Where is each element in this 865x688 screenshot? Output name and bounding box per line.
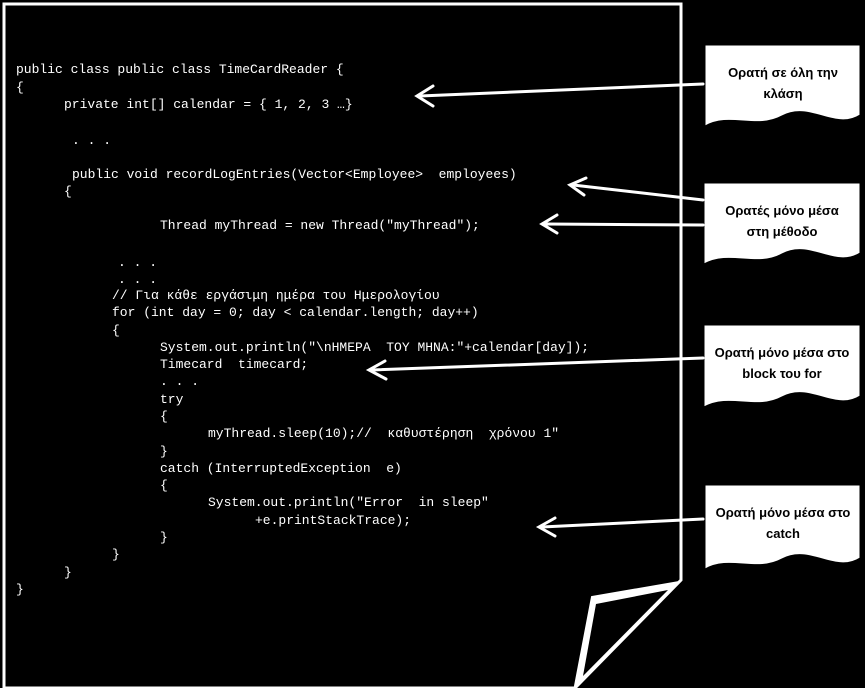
note-catch-scope: Ορατή μόνο μέσα στο catch: [715, 505, 851, 541]
arrow-class: [414, 82, 705, 108]
note-class-scope: Ορατή σε όλη την κλάση: [728, 65, 838, 101]
code-line: . . .: [118, 255, 158, 270]
code-line: {: [16, 80, 24, 95]
arrow-catch: [535, 516, 705, 538]
code-line: {: [160, 409, 168, 424]
arrow-method-bottom: [539, 213, 705, 235]
code-line: System.out.println("Error in sleep": [208, 495, 489, 510]
code-line: try: [160, 392, 184, 407]
code-line: myThread.sleep(10);// καθυστέρηση χρόνου…: [208, 426, 560, 441]
code-line: Thread myThread = new Thread("myThread")…: [160, 218, 480, 233]
code-line: catch (InterruptedException e): [160, 461, 402, 476]
code-line: . . .: [118, 272, 158, 287]
code-line: Timecard timecard;: [160, 357, 309, 372]
code-line: }: [160, 444, 168, 459]
code-line: public void recordLogEntries(Vector<Empl…: [72, 167, 517, 182]
code-line: // Για κάθε εργάσιμη ημέρα του Ημερολογί…: [112, 288, 440, 303]
code-line: {: [112, 323, 120, 338]
code-line: }: [16, 582, 24, 597]
note-shape-method: [703, 182, 861, 265]
code-line: }: [112, 547, 120, 562]
note-shape-class: [704, 44, 861, 127]
code-line: . . .: [72, 133, 112, 148]
note-method-scope: Ορατές μόνο μέσα στη μέθοδο: [725, 203, 839, 239]
code-line: {: [64, 184, 72, 199]
arrow-for: [365, 356, 705, 381]
code-line: }: [64, 565, 72, 580]
code-line: . . .: [160, 374, 200, 389]
page-fold-inner: [583, 590, 668, 676]
arrow-method-top: [566, 176, 705, 202]
code-line: private int[] calendar = { 1, 2, 3 …}: [64, 97, 353, 112]
code-line: +e.printStackTrace);: [255, 513, 412, 528]
note-for-block-scope: Ορατή μόνο μέσα στο block του for: [714, 345, 850, 381]
code-line: for (int day = 0; day < calendar.length;…: [112, 305, 479, 320]
note-shape-catch: [704, 484, 861, 570]
code-line: System.out.println("\nΗΜΕΡΑ ΤΟΥ ΜΗΝΑ:"+c…: [160, 340, 590, 355]
note-shape-for: [703, 324, 861, 408]
code-line: }: [160, 530, 168, 545]
code-line: public class public class TimeCardReader…: [16, 62, 344, 77]
code-line: {: [160, 478, 168, 493]
